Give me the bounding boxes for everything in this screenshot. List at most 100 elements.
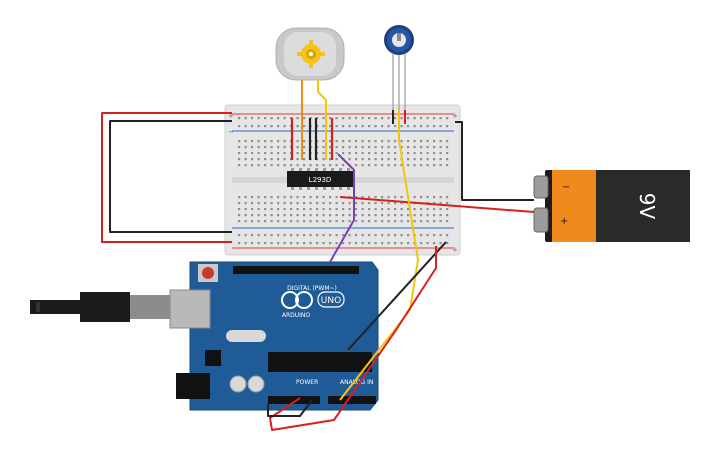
breadboard-hole[interactable] xyxy=(355,152,358,155)
breadboard-hole[interactable] xyxy=(251,125,254,128)
breadboard-hole[interactable] xyxy=(433,234,436,237)
breadboard-hole[interactable] xyxy=(303,234,306,237)
breadboard-hole[interactable] xyxy=(264,164,267,167)
breadboard-hole[interactable] xyxy=(355,158,358,161)
breadboard-hole[interactable] xyxy=(329,208,332,211)
wire-battery-red[interactable] xyxy=(339,196,535,213)
breadboard-hole[interactable] xyxy=(303,196,306,199)
breadboard-hole[interactable] xyxy=(244,152,247,155)
breadboard-hole[interactable] xyxy=(329,164,332,167)
breadboard-hole[interactable] xyxy=(290,196,293,199)
breadboard-hole[interactable] xyxy=(238,208,241,211)
breadboard-hole[interactable] xyxy=(329,146,332,149)
breadboard-hole[interactable] xyxy=(400,117,403,120)
breadboard-hole[interactable] xyxy=(277,140,280,143)
breadboard-hole[interactable] xyxy=(244,242,247,245)
wire-black-left[interactable] xyxy=(109,120,232,233)
breadboard-hole[interactable] xyxy=(361,242,364,245)
breadboard-hole[interactable] xyxy=(446,146,449,149)
breadboard-hole[interactable] xyxy=(368,140,371,143)
breadboard-hole[interactable] xyxy=(264,208,267,211)
breadboard-hole[interactable] xyxy=(446,202,449,205)
breadboard-hole[interactable] xyxy=(322,220,325,223)
breadboard-hole[interactable] xyxy=(270,196,273,199)
breadboard-hole[interactable] xyxy=(394,220,397,223)
breadboard-hole[interactable] xyxy=(329,117,332,120)
breadboard-hole[interactable] xyxy=(335,214,338,217)
breadboard-hole[interactable] xyxy=(439,208,442,211)
breadboard-hole[interactable] xyxy=(270,125,273,128)
breadboard-hole[interactable] xyxy=(439,220,442,223)
breadboard-hole[interactable] xyxy=(244,158,247,161)
breadboard-hole[interactable] xyxy=(244,214,247,217)
breadboard-hole[interactable] xyxy=(394,146,397,149)
breadboard-hole[interactable] xyxy=(316,234,319,237)
breadboard-hole[interactable] xyxy=(257,158,260,161)
breadboard-hole[interactable] xyxy=(290,164,293,167)
breadboard-hole[interactable] xyxy=(381,146,384,149)
breadboard-hole[interactable] xyxy=(394,234,397,237)
breadboard-hole[interactable] xyxy=(251,117,254,120)
breadboard-hole[interactable] xyxy=(296,152,299,155)
breadboard-hole[interactable] xyxy=(322,158,325,161)
breadboard-hole[interactable] xyxy=(374,214,377,217)
breadboard-hole[interactable] xyxy=(433,202,436,205)
breadboard-hole[interactable] xyxy=(244,220,247,223)
breadboard-hole[interactable] xyxy=(368,220,371,223)
breadboard-hole[interactable] xyxy=(426,125,429,128)
breadboard-hole[interactable] xyxy=(264,234,267,237)
breadboard-hole[interactable] xyxy=(374,117,377,120)
breadboard-hole[interactable] xyxy=(381,164,384,167)
breadboard-hole[interactable] xyxy=(342,117,345,120)
breadboard-hole[interactable] xyxy=(446,140,449,143)
breadboard-hole[interactable] xyxy=(277,196,280,199)
breadboard-hole[interactable] xyxy=(413,164,416,167)
breadboard-hole[interactable] xyxy=(420,208,423,211)
breadboard-hole[interactable] xyxy=(426,152,429,155)
breadboard-hole[interactable] xyxy=(277,152,280,155)
breadboard-hole[interactable] xyxy=(413,214,416,217)
breadboard-hole[interactable] xyxy=(374,164,377,167)
breadboard-hole[interactable] xyxy=(342,234,345,237)
breadboard-hole[interactable] xyxy=(322,214,325,217)
breadboard-hole[interactable] xyxy=(309,242,312,245)
breadboard-hole[interactable] xyxy=(387,158,390,161)
breadboard-hole[interactable] xyxy=(439,234,442,237)
wire-battery-black[interactable] xyxy=(455,121,534,201)
breadboard-hole[interactable] xyxy=(290,234,293,237)
breadboard-hole[interactable] xyxy=(283,202,286,205)
breadboard-hole[interactable] xyxy=(296,125,299,128)
breadboard-hole[interactable] xyxy=(251,158,254,161)
breadboard-hole[interactable] xyxy=(309,214,312,217)
breadboard-hole[interactable] xyxy=(394,164,397,167)
breadboard-hole[interactable] xyxy=(257,146,260,149)
breadboard-hole[interactable] xyxy=(348,242,351,245)
wire-purple[interactable] xyxy=(329,153,355,263)
breadboard-hole[interactable] xyxy=(238,152,241,155)
breadboard-hole[interactable] xyxy=(283,125,286,128)
breadboard-hole[interactable] xyxy=(420,220,423,223)
breadboard-hole[interactable] xyxy=(387,152,390,155)
l293d-chip[interactable]: L293D xyxy=(287,168,353,190)
breadboard-hole[interactable] xyxy=(420,214,423,217)
breadboard-hole[interactable] xyxy=(426,208,429,211)
breadboard-hole[interactable] xyxy=(361,152,364,155)
breadboard-hole[interactable] xyxy=(413,220,416,223)
breadboard-hole[interactable] xyxy=(283,220,286,223)
breadboard-hole[interactable] xyxy=(433,152,436,155)
breadboard-hole[interactable] xyxy=(361,146,364,149)
breadboard-hole[interactable] xyxy=(400,234,403,237)
breadboard-hole[interactable] xyxy=(277,242,280,245)
breadboard-hole[interactable] xyxy=(251,164,254,167)
breadboard-hole[interactable] xyxy=(420,196,423,199)
breadboard-hole[interactable] xyxy=(290,208,293,211)
breadboard-hole[interactable] xyxy=(446,158,449,161)
breadboard-hole[interactable] xyxy=(251,220,254,223)
breadboard-hole[interactable] xyxy=(368,146,371,149)
breadboard-hole[interactable] xyxy=(387,146,390,149)
breadboard-hole[interactable] xyxy=(426,164,429,167)
breadboard-hole[interactable] xyxy=(238,242,241,245)
breadboard-hole[interactable] xyxy=(413,140,416,143)
breadboard-hole[interactable] xyxy=(270,220,273,223)
breadboard-hole[interactable] xyxy=(238,164,241,167)
